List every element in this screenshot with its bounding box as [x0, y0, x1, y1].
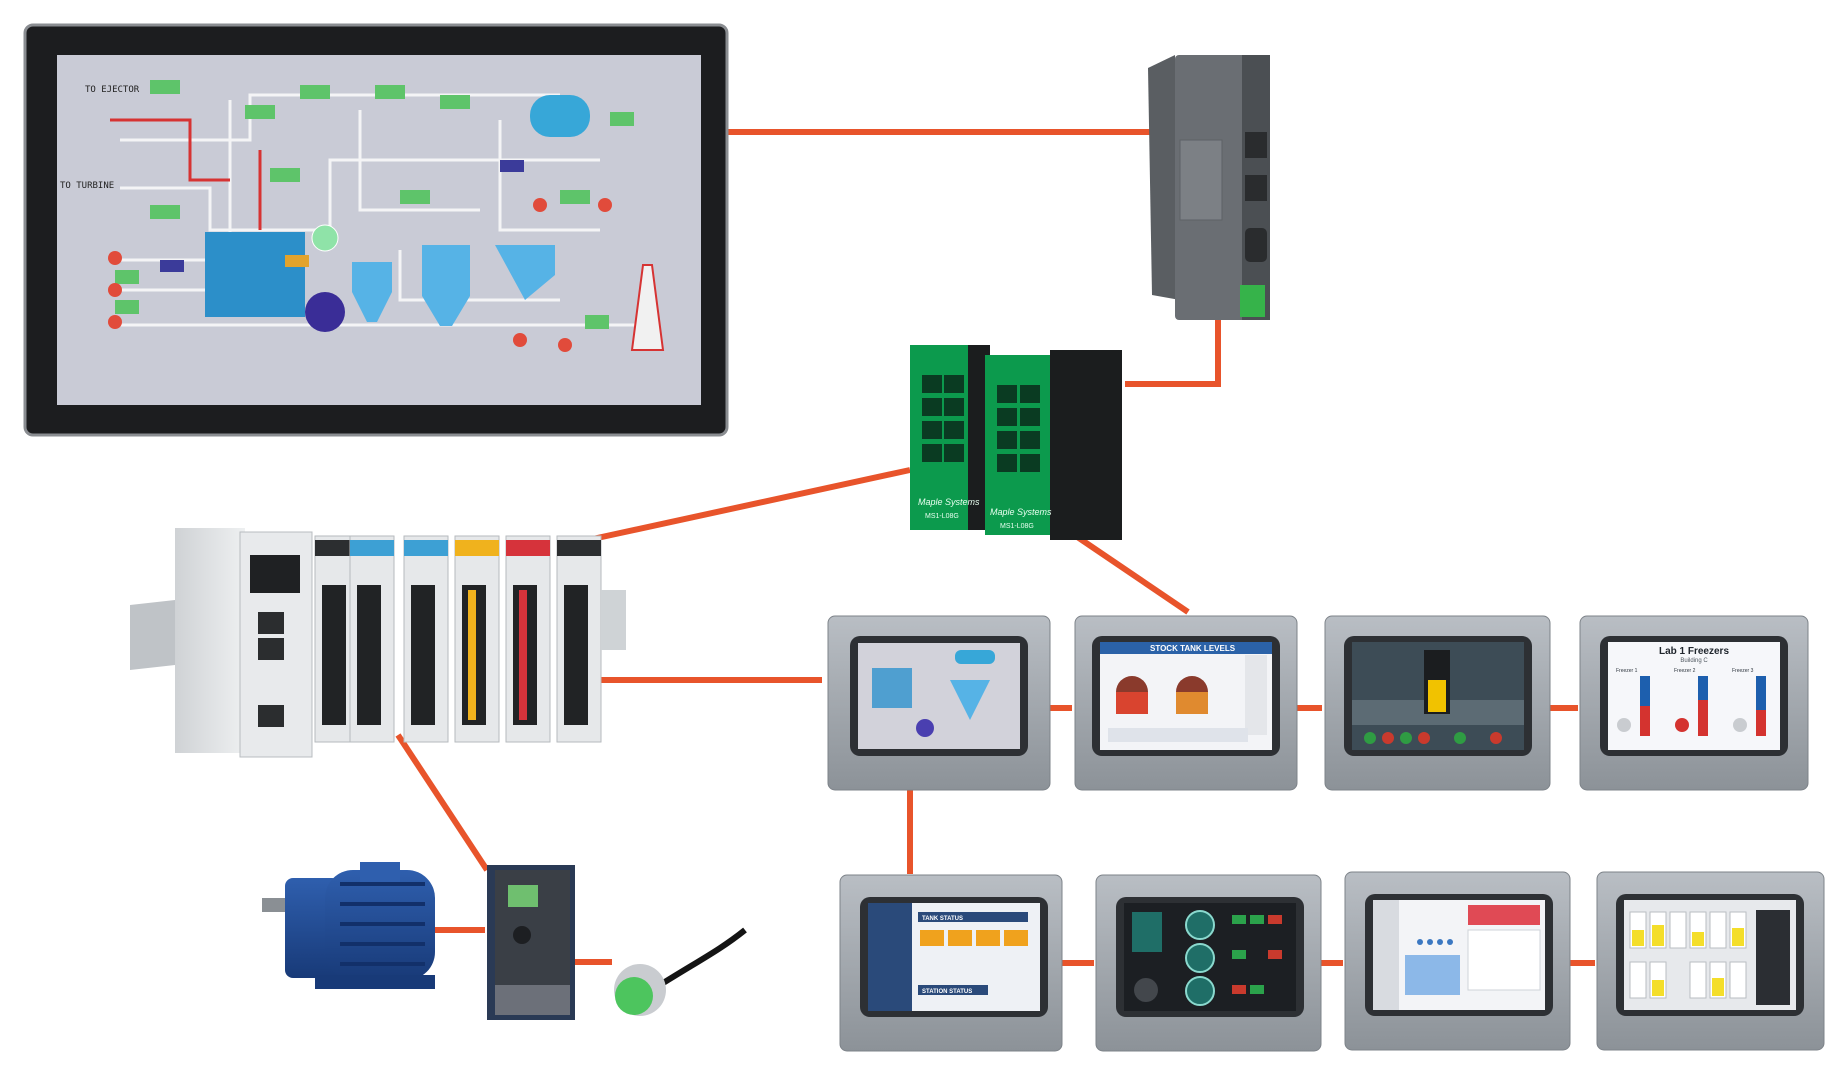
tank-1 [530, 95, 590, 137]
switch-2-brand: Maple Systems [990, 507, 1052, 517]
hmi-5-title-1: TANK STATUS [922, 916, 963, 922]
hmi-panel-6 [1095, 874, 1322, 1052]
cyclone-2 [422, 245, 470, 326]
io-module-6 [556, 535, 602, 743]
scada-pipes [120, 93, 640, 327]
io-module-3 [403, 535, 449, 743]
gateway-serial-port [1245, 228, 1267, 262]
drum [305, 292, 345, 332]
link-switch-plc [587, 467, 911, 543]
variable-frequency-drive [487, 865, 575, 1020]
vfd-display [508, 885, 538, 907]
hmi-4-freezer-3: Freezer 3 [1732, 668, 1754, 674]
cyclone-1 [352, 262, 392, 322]
ethernet-switch-1: Maple Systems MS1-L08G [910, 345, 990, 530]
vfd-dial [513, 926, 531, 944]
link-plc-vfd [395, 733, 490, 872]
hmi-4-freezer-1: Freezer 1 [1616, 668, 1638, 674]
link-gateway-switch [1125, 318, 1221, 387]
switch-1-brand: Maple Systems [918, 497, 980, 507]
hmi-panel-2: STOCK TANK LEVELS [1074, 615, 1298, 791]
hmi-3-indicator-lights [1364, 732, 1502, 744]
scada-screen [57, 55, 701, 405]
hmi-panel-4: Lab 1 Freezers Building C Freezer 1 Free… [1579, 615, 1809, 791]
scada-label-ejector: TO EJECTOR [85, 85, 140, 95]
boiler [205, 232, 305, 317]
plc-cpu-port-1 [258, 612, 284, 634]
io-module-5 [505, 535, 551, 743]
gateway-device [1148, 55, 1270, 320]
gateway-terminal-block [1240, 285, 1265, 317]
switch-1-model: MS1-L08G [925, 513, 959, 520]
hmi-5-title-2: STATION STATUS [922, 989, 972, 995]
gateway-ethernet-port-1 [1245, 132, 1267, 158]
plc-cpu-port-3 [258, 705, 284, 727]
hmi-panel-7 [1344, 871, 1571, 1051]
io-module-4 [454, 535, 500, 743]
filter [495, 245, 555, 300]
scada-label-turbine: TO TURBINE [60, 181, 114, 191]
link-switch-hmi [1068, 529, 1190, 615]
io-module-2 [349, 535, 395, 743]
large-panel-display: TO EJECTOR TO TURBINE [23, 23, 729, 437]
plc-cpu-port-2 [258, 638, 284, 660]
connections [395, 129, 1595, 966]
plc-rack [130, 528, 626, 758]
hmi-4-subtitle: Building C [1680, 658, 1708, 664]
pumps [108, 198, 612, 352]
motor [262, 862, 435, 989]
hmi-4-freezer-2: Freezer 2 [1674, 668, 1696, 674]
hmi-panel-8 [1596, 871, 1825, 1051]
hmi-4-title: Lab 1 Freezers [1659, 646, 1729, 657]
switch-2-model: MS1-L08G [1000, 523, 1034, 530]
proximity-sensor [614, 927, 747, 1016]
ethernet-switch-2: Maple Systems MS1-L08G [985, 350, 1122, 540]
hmi-2-title: STOCK TANK LEVELS [1150, 644, 1236, 653]
hmi-panel-1 [827, 615, 1051, 791]
chimney [630, 264, 665, 351]
status-indicators [115, 80, 634, 329]
hmi-panel-3 [1324, 615, 1551, 791]
hmi-panel-5: TANK STATUS STATION STATUS [839, 874, 1063, 1052]
gateway-ethernet-port-2 [1245, 175, 1267, 201]
